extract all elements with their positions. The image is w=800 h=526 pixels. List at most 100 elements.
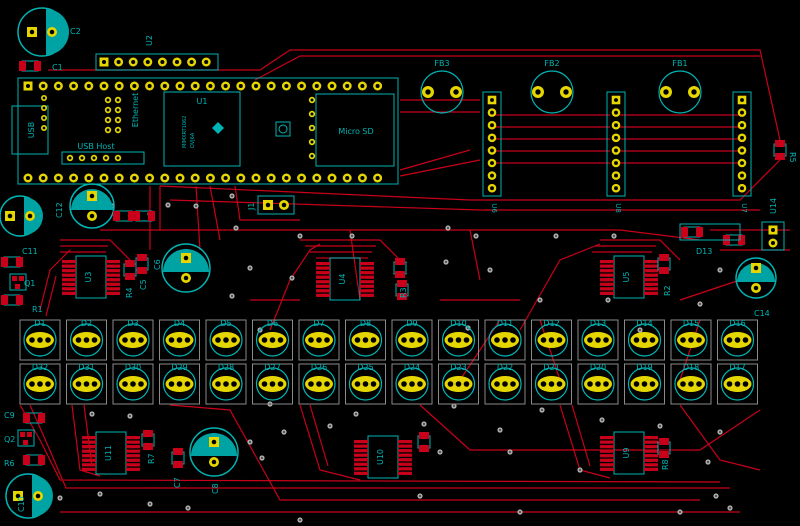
smd-part: [23, 454, 45, 466]
button-outline: [275, 121, 291, 137]
driver-u5: U5: [600, 255, 658, 299]
label-r4: R4: [125, 287, 134, 298]
trace: [299, 404, 361, 481]
label-c10: C10: [17, 496, 26, 512]
transistor: [17, 429, 35, 447]
copper-traces: [19, 49, 790, 513]
trace: [169, 199, 760, 211]
smd-part: [133, 210, 155, 222]
led-d25: D25: [345, 363, 386, 405]
label-r6: R6: [4, 459, 15, 468]
ferrite-bead: FB2: [530, 59, 574, 114]
led-d28: D28: [205, 363, 247, 405]
smd-part: [773, 140, 787, 160]
smd-part: [141, 430, 155, 450]
teensy-module: USB U1 MIMXRT1062 DVJ6A Micro SD USB Hos…: [11, 77, 399, 185]
trace: [349, 229, 481, 301]
smd-part: [23, 412, 45, 424]
trace: [169, 404, 700, 501]
led-label: D15: [683, 319, 699, 328]
led-d9: D9: [391, 319, 433, 361]
label-d13-top: D13: [696, 247, 712, 256]
led-d7: D7: [298, 319, 340, 361]
header-label: U8: [614, 203, 622, 213]
smd-part: [393, 258, 407, 278]
led-label: D29: [171, 363, 187, 372]
electrolytic-cap: [735, 257, 777, 299]
led-label: D8: [360, 319, 371, 328]
led-label: D23: [450, 363, 466, 372]
led-label: D10: [450, 319, 466, 328]
logo-icon: [212, 122, 224, 134]
driver-u10: U10: [354, 435, 412, 479]
label-c9: C9: [4, 411, 15, 420]
led-d29: D29: [159, 363, 200, 405]
label-c5: C5: [139, 279, 148, 290]
led-d12: D12: [531, 319, 572, 361]
smd-part: [171, 448, 185, 468]
driver-label: U4: [338, 274, 347, 285]
trace: [254, 55, 760, 81]
label-c2: C2: [70, 27, 81, 36]
led-label: D7: [313, 319, 324, 328]
led-d15: D15: [670, 319, 712, 361]
led-d31: D31: [66, 363, 107, 405]
header-u2-label: U2: [145, 35, 154, 46]
label-q1: Q1: [24, 279, 35, 288]
led-d20: D20: [577, 363, 619, 405]
electrolytic-cap: [17, 7, 69, 57]
label-r7: R7: [147, 453, 156, 464]
led-label: D32: [32, 363, 48, 372]
label-q2: Q2: [4, 435, 15, 444]
label-r8: R8: [661, 459, 670, 470]
label-r5: R5: [788, 152, 797, 163]
trace: [592, 239, 681, 261]
trace: [300, 239, 401, 261]
header-u2: U2: [95, 35, 219, 71]
trace: [269, 243, 321, 331]
ferrite-label: FB3: [434, 59, 449, 68]
led-d21: D21: [531, 363, 572, 405]
smd-part: [395, 280, 409, 300]
smd-part: [135, 254, 149, 274]
electrolytic-cap: [69, 183, 115, 229]
led-d5: D5: [205, 319, 247, 361]
led-label: D3: [127, 319, 138, 328]
led-d17: D17: [717, 363, 758, 405]
electrolytic-cap: [189, 427, 239, 477]
ferrite-label: FB2: [544, 59, 559, 68]
led-label: D27: [264, 363, 280, 372]
led-d30: D30: [112, 363, 154, 405]
chip-text-2: DVJ6A: [190, 132, 196, 148]
trace: [100, 229, 701, 241]
label-c14: C14: [754, 309, 770, 318]
header-label: U6: [490, 203, 498, 213]
label-c11: C11: [22, 247, 38, 256]
smd-part: [681, 226, 703, 238]
driver-u9: U9: [600, 431, 658, 475]
led-d6: D6: [252, 319, 293, 361]
led-label: D24: [404, 363, 420, 372]
label-c12: C12: [55, 202, 64, 218]
trace: [400, 99, 480, 113]
led-label: D21: [543, 363, 559, 372]
transistor: [9, 273, 27, 291]
led-d23: D23: [438, 363, 479, 405]
led-label: D20: [590, 363, 606, 372]
smd-part: [1, 256, 23, 268]
smd-part: [417, 432, 431, 452]
led-label: D12: [543, 319, 559, 328]
led-label: D16: [729, 319, 745, 328]
led-d8: D8: [345, 319, 386, 361]
ferrite-bead: FB3: [420, 59, 464, 114]
electrolytic-caps: [0, 7, 777, 519]
led-d4: D4: [159, 319, 200, 361]
sd-slot-outline: [315, 93, 395, 167]
led-d26: D26: [298, 363, 340, 405]
led-label: D31: [78, 363, 94, 372]
trace: [519, 243, 601, 331]
